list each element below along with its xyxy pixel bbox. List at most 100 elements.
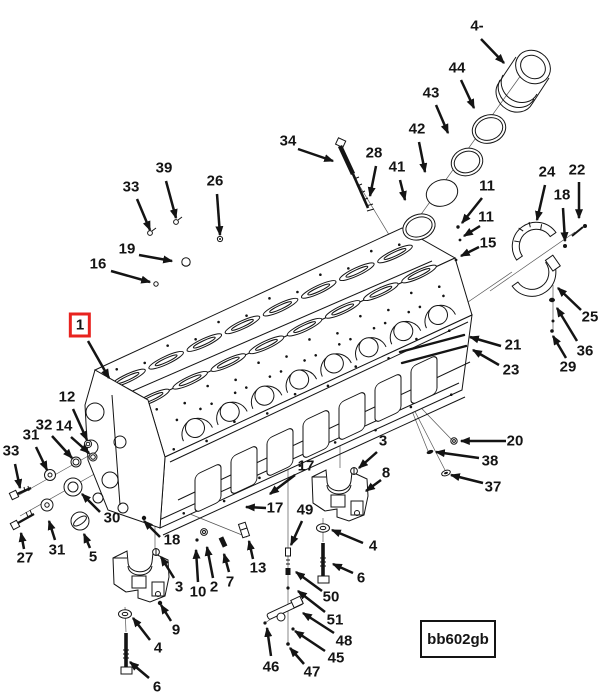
- cup-plug-19: [181, 257, 191, 267]
- callout-6[interactable]: 6: [356, 569, 366, 587]
- screw-22: [571, 224, 587, 237]
- washer-36: [549, 297, 555, 303]
- callout-33[interactable]: 33: [122, 178, 140, 196]
- callout-44[interactable]: 44: [448, 59, 466, 77]
- bolt-6-left: [120, 633, 133, 675]
- callout-43[interactable]: 43: [422, 84, 440, 102]
- callout-33[interactable]: 33: [2, 442, 20, 460]
- callout-18[interactable]: 18: [553, 186, 571, 204]
- callout-4[interactable]: 4: [153, 639, 163, 657]
- callout-45[interactable]: 45: [327, 649, 345, 667]
- callout-19[interactable]: 19: [118, 240, 136, 258]
- callout-26[interactable]: 26: [206, 172, 224, 190]
- figure-code-box: bb602gb: [420, 620, 496, 658]
- dowel-29: [550, 329, 554, 333]
- callout-39[interactable]: 39: [155, 159, 173, 177]
- callout-23[interactable]: 23: [502, 361, 520, 379]
- callout-arrow-48: [301, 611, 335, 635]
- callout-arrow-6: [129, 661, 150, 679]
- callout-arrow-39: [164, 180, 178, 220]
- callout-17[interactable]: 17: [266, 499, 284, 517]
- callout-2[interactable]: 2: [209, 578, 219, 596]
- sleeve-49: [285, 547, 291, 557]
- callout-27[interactable]: 27: [16, 549, 34, 567]
- callout-4[interactable]: 4: [368, 537, 378, 555]
- callout-31[interactable]: 31: [48, 541, 66, 559]
- side-fasteners-drawing: [398, 333, 468, 477]
- callout-arrow-7: [222, 552, 231, 573]
- callout-50[interactable]: 50: [322, 588, 340, 606]
- callout-48[interactable]: 48: [335, 632, 353, 650]
- liner-ring-42: [425, 179, 459, 207]
- callout-25[interactable]: 25: [581, 308, 599, 326]
- callout-9[interactable]: 9: [171, 621, 181, 639]
- pin-18: [563, 244, 567, 248]
- callout-arrow-19: [138, 253, 174, 264]
- callout-6[interactable]: 6: [152, 678, 162, 696]
- callout-36[interactable]: 36: [576, 342, 594, 360]
- spacer-50: [285, 568, 291, 575]
- callout-arrow-47: [289, 647, 305, 665]
- callout-13[interactable]: 13: [249, 559, 267, 577]
- callout-37[interactable]: 37: [484, 478, 502, 496]
- callout-arrow-43: [434, 104, 450, 135]
- callout-arrow-49: [289, 520, 304, 547]
- callout-arrow-27: [18, 531, 27, 550]
- dowel-10: [195, 538, 199, 542]
- callout-17[interactable]: 17: [297, 457, 315, 475]
- bolt-33-lower: [8, 485, 32, 501]
- callout-51[interactable]: 51: [326, 611, 344, 629]
- callout-11[interactable]: 11: [479, 177, 495, 195]
- callout-20[interactable]: 20: [506, 432, 524, 450]
- callout-arrow-25: [557, 287, 582, 311]
- block-front-face: [84, 369, 166, 529]
- callout-10[interactable]: 10: [189, 583, 207, 601]
- callout-15[interactable]: 15: [479, 234, 497, 252]
- callout-30[interactable]: 30: [103, 509, 121, 527]
- callout-41[interactable]: 41: [388, 158, 406, 176]
- callout-arrow-18: [143, 520, 161, 538]
- callout-31[interactable]: 31: [22, 426, 40, 444]
- callout-8[interactable]: 8: [381, 464, 391, 482]
- callout-5[interactable]: 5: [88, 548, 98, 566]
- callout-28[interactable]: 28: [365, 144, 383, 162]
- callout-arrow-33: [135, 198, 152, 232]
- screw-39: [173, 219, 179, 225]
- callout-16[interactable]: 16: [89, 255, 107, 273]
- callout-3[interactable]: 3: [174, 578, 184, 596]
- callout-1[interactable]: 1: [68, 312, 92, 338]
- callout-arrow-13: [247, 539, 255, 560]
- callout-32[interactable]: 32: [35, 416, 53, 434]
- callout-arrow-51: [297, 590, 326, 613]
- callout-3[interactable]: 3: [378, 432, 388, 450]
- callout-21[interactable]: 21: [504, 336, 522, 354]
- plug-5: [70, 511, 90, 531]
- callout-49[interactable]: 49: [296, 501, 314, 519]
- nut-3-right: [350, 467, 358, 475]
- callout-arrow-11: [461, 197, 483, 224]
- ring-14: [88, 452, 98, 462]
- callout-arrow-6: [331, 562, 354, 575]
- callout-34[interactable]: 34: [279, 132, 297, 150]
- callout-14[interactable]: 14: [55, 417, 73, 435]
- callout-7[interactable]: 7: [225, 573, 235, 591]
- ring-2: [200, 528, 208, 536]
- plug-38: [426, 449, 434, 455]
- callout-29[interactable]: 29: [559, 358, 577, 376]
- callout-24[interactable]: 24: [538, 163, 556, 181]
- callout-4-[interactable]: 4-: [470, 17, 484, 35]
- callout-47[interactable]: 47: [303, 663, 321, 681]
- callout-arrow-3: [358, 451, 378, 469]
- callout-arrow-4: [330, 528, 364, 545]
- callout-38[interactable]: 38: [481, 452, 499, 470]
- callout-11[interactable]: 11: [478, 208, 494, 226]
- callout-arrow-15: [459, 245, 480, 258]
- callout-42[interactable]: 42: [408, 120, 426, 138]
- plug-37: [441, 469, 451, 477]
- callout-22[interactable]: 22: [568, 161, 586, 179]
- callout-18[interactable]: 18: [163, 531, 181, 549]
- callout-46[interactable]: 46: [262, 658, 280, 676]
- callout-12[interactable]: 12: [58, 388, 76, 406]
- callout-arrow-30: [81, 493, 101, 513]
